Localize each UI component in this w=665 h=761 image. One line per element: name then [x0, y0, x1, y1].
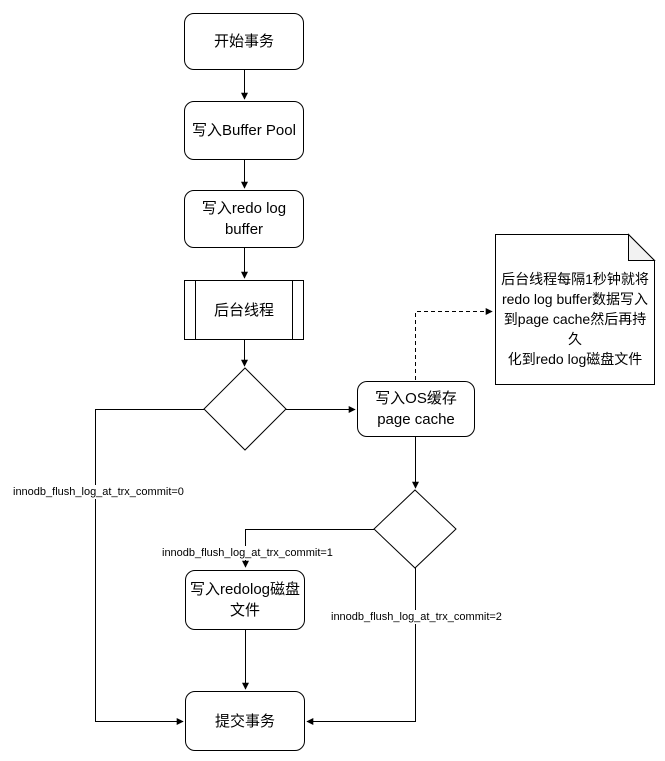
edge-decision2-to-commit-right	[306, 568, 416, 725]
commit-node: 提交事务	[185, 691, 305, 751]
start-node: 开始事务	[184, 13, 304, 70]
decision1-diamond	[203, 367, 287, 451]
os-cache-node: 写入OS缓存 page cache	[357, 381, 475, 437]
edge-label-commit-1: innodb_flush_log_at_trx_commit=1	[161, 546, 334, 560]
redolog-disk-node: 写入redolog磁盘 文件	[185, 570, 305, 630]
redo-log-buffer-node: 写入redo log buffer	[184, 190, 304, 248]
edge-label-commit-0: innodb_flush_log_at_trx_commit=0	[12, 485, 185, 499]
note-text: 后台线程每隔1秒钟就将 redo log buffer数据写入 到page ca…	[501, 271, 649, 367]
buffer-pool-node: 写入Buffer Pool	[184, 101, 304, 160]
background-thread-node: 后台线程	[184, 280, 304, 340]
note-shape	[495, 234, 655, 385]
edge-os-cache-to-note-dashed	[415, 308, 493, 380]
note-fold-corner	[628, 233, 656, 261]
edge-label-commit-2: innodb_flush_log_at_trx_commit=2	[330, 610, 503, 624]
edge-decision1-to-commit-left	[95, 409, 204, 725]
decision2-diamond	[373, 489, 457, 569]
